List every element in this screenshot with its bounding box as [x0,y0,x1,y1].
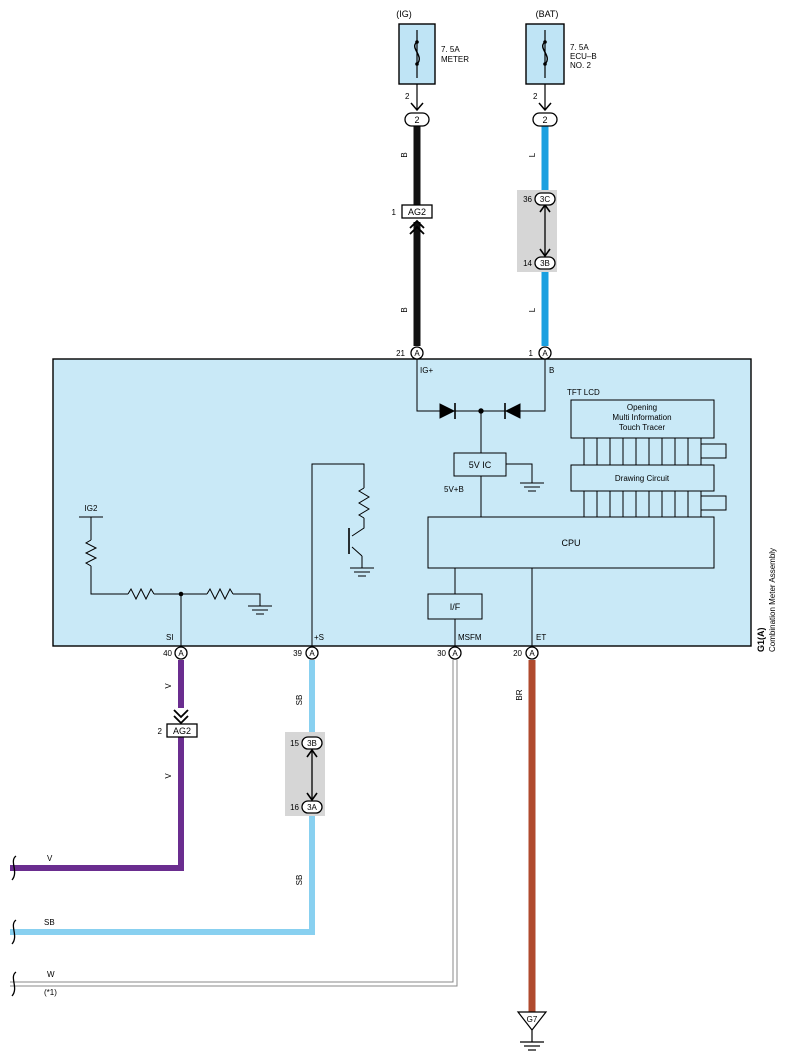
if-block: I/F [427,568,483,646]
conn-3b-label: 3B [540,259,550,268]
ag2-bottom-pin: 2 [158,727,163,736]
drawing-circuit-label: Drawing Circuit [615,474,670,483]
v5b-label: 5V+B [444,485,464,494]
wire-si-lower-color: V [164,773,173,779]
pin-s-num: 39 [293,649,302,658]
conn-3a-label: 3A [307,803,317,812]
ig-fuse [398,23,436,85]
ic-5v-label: 5V IC [469,460,492,470]
conn-3b-pin: 14 [523,259,532,268]
wire-ig-upper-color: B [400,152,409,157]
ag2-top-pin: 1 [392,208,397,217]
ig2-label: IG2 [85,504,98,513]
ag2-top-connector: AG2 [401,204,433,235]
pin-si-letter: A [178,649,184,658]
pin-b-label: B [549,366,554,375]
ag2-bottom-connector: AG2 [166,709,198,738]
junction-3b-3a: 3B 3A [285,732,325,816]
ig-source-label: (IG) [396,9,412,19]
meter-subtitle: Combination Meter Assembly [768,548,777,652]
wire-break-marks [11,855,17,997]
pin-igp-label: IG+ [420,366,433,375]
wire-s-upper-color: SB [295,695,304,706]
if-label: I/F [450,602,461,612]
ic-5v: 5V IC [453,452,507,477]
ag2-bottom-label: AG2 [173,726,191,736]
wire-et-color: BR [515,689,524,700]
ig-connector-2-label: 2 [414,115,419,125]
conn-3a-pin: 16 [290,803,299,812]
pin-msfm-letter: A [452,649,458,658]
ig-fuse-pin: 2 [405,92,410,101]
left-label-w-note: (*1) [44,988,57,997]
tft-lcd-block [570,399,727,517]
opening-label-3: Touch Tracer [619,423,666,432]
bat-fuse-rating: 7. 5A [570,43,589,52]
cpu-label: CPU [561,538,580,548]
cpu-block: CPU [427,516,715,569]
conn-3c-pin: 36 [523,195,532,204]
wire-s-lower-color: SB [295,875,304,886]
wire-bat-upper-color: L [528,152,537,157]
wire-msfm [10,660,458,987]
pin-s-letter: A [309,649,315,658]
wire-s-lower [10,816,315,935]
speed-transistor [311,463,374,646]
ground-g7-label: G7 [527,1015,538,1024]
conn-3b2-label: 3B [307,739,317,748]
pin-si-num: 40 [163,649,172,658]
diode-circuit [416,359,546,453]
pin-si-label: SI [166,633,174,642]
opening-label-1: Opening [627,403,657,412]
pin-msfm: A [448,646,462,660]
bat-connector-2: 2 [532,112,558,127]
pin-si: A [174,646,188,660]
junction-3c-3b: 3C 3B [517,190,557,272]
pin-et-num: 20 [513,649,522,658]
meter-title: G1(A) [756,627,766,652]
ground-5v-ic [506,463,544,492]
left-label-w: W [47,970,55,979]
pin-igp: A [410,346,424,360]
pin-b-num: 1 [529,349,534,358]
conn-3b2-pin: 15 [290,739,299,748]
ig-fuse-name: METER [441,55,469,64]
left-label-sb: SB [44,918,55,927]
bat-source-label: (BAT) [536,9,559,19]
left-label-v: V [47,854,53,863]
bat-fuse-name-1: ECU–B [570,52,597,61]
pin-b: A [538,346,552,360]
pin-msfm-num: 30 [437,649,446,658]
wire-ig-lower-color: B [400,307,409,312]
ground-g7 [516,1011,548,1051]
tft-label: TFT LCD [567,388,600,397]
bat-fuse-name-2: NO. 2 [570,61,591,70]
wire-si-lower [10,737,184,871]
wire-bat-lower-color: L [528,307,537,312]
pin-s: A [305,646,319,660]
ag2-top-label: AG2 [408,207,426,217]
pin-msfm-label: MSFM [458,633,482,642]
pin-et-label: ET [536,633,546,642]
bat-fuse [525,23,565,85]
bat-connector-2-label: 2 [542,115,547,125]
conn-3c-label: 3C [540,195,550,204]
pin-igp-letter: A [414,349,420,358]
pin-et-letter: A [529,649,535,658]
opening-label-2: Multi Information [612,413,671,422]
ig-fuse-rating: 7. 5A [441,45,460,54]
bat-fuse-pin: 2 [533,92,538,101]
pin-igp-num: 21 [396,349,405,358]
pin-et: A [525,646,539,660]
ig-connector-2: 2 [404,112,430,127]
pin-s-label: +S [314,633,324,642]
pin-b-letter: A [542,349,548,358]
wire-si-upper-color: V [164,683,173,689]
